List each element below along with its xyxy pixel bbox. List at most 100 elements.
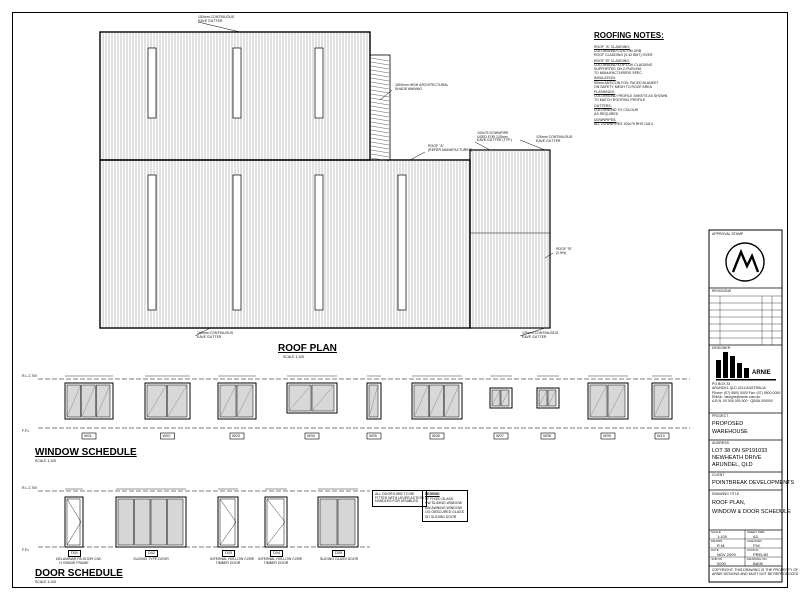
callout-screen: 1800mm HIGH ARCHITECTURAL SHADE AWNING xyxy=(395,83,449,91)
approval-stamp-label: APPROVAL STAMP xyxy=(712,232,744,236)
roof-plan-scale: SCALE 1:100 xyxy=(283,355,305,359)
callout-downpipe: 100x75 DOWNPIPE USED FOR 125mm EAVE GUTT… xyxy=(477,131,513,142)
designer-label: DESIGNER xyxy=(712,346,731,350)
door-level-top: R.L 2.700 xyxy=(22,486,38,490)
window-elevation xyxy=(536,375,560,440)
legend-item: FF FIXED GLASS xyxy=(425,496,454,501)
callout-roof-b: ROOF "B" (2.5%) xyxy=(556,247,572,255)
roofing-note: AS REQUIRED xyxy=(594,112,619,117)
roof-skylights xyxy=(147,47,407,311)
legend-item: OG OBSCURED GLASS xyxy=(425,510,464,514)
meta-label: SCALE xyxy=(711,530,721,534)
meta-value: PRELIM xyxy=(753,552,768,557)
address-line-3: ARUNDEL, QLD xyxy=(712,462,753,468)
door-elevation xyxy=(217,488,239,548)
window-tag: W01 xyxy=(84,433,92,438)
window-tag: W08 xyxy=(543,433,551,438)
roofing-notes-title: ROOFING NOTES: xyxy=(594,31,664,40)
door-elevation xyxy=(264,488,288,548)
window-tag: W09 xyxy=(603,433,611,438)
roofing-note: COLORBOND KLIP-LOK CLADDING xyxy=(594,62,653,67)
roofing-note: ROOF "A" CLADDING: xyxy=(594,45,630,49)
meta-value: 0000 xyxy=(717,561,726,566)
meta-label: DRAWING NO. xyxy=(747,557,768,561)
company-detail-line: ARUNDEL QLD 4214 AUSTRALIA xyxy=(712,386,766,391)
window-tag: W03 xyxy=(232,433,240,438)
callout-leaders xyxy=(194,21,554,337)
window-schedule xyxy=(38,375,690,440)
window-tag: W04 xyxy=(307,433,315,438)
door-elevation xyxy=(64,488,84,548)
door-description: INTERNAL HOLLOW CORE TIMBER DOOR xyxy=(210,557,255,565)
meta-label: DRAWN xyxy=(711,539,723,543)
door-tag: D02 xyxy=(145,550,158,557)
shade-screen xyxy=(369,54,391,161)
door-tag: D01 xyxy=(68,550,81,557)
project-line-2: WAREHOUSE xyxy=(712,429,748,435)
roofing-note: TO MATCH ROOFING PROFILE xyxy=(594,98,646,103)
drawing-sheet xyxy=(12,12,788,588)
skylight xyxy=(397,174,407,311)
drawing-title-line-1: ROOF PLAN, xyxy=(712,500,746,506)
window-level-top: R.L 2.700 xyxy=(22,374,38,378)
project-line-1: PROPOSED xyxy=(712,421,744,427)
door-description: SLIDING TYPE DOOR xyxy=(133,557,169,561)
roofing-note: COLORBOND CUSTOM ORB xyxy=(594,49,642,54)
window-elevation xyxy=(286,375,338,440)
skylight xyxy=(314,174,324,311)
door-elevation xyxy=(317,488,359,548)
callout-gutter-top: 150mm CONTINUOUS EAVE GUTTER xyxy=(198,15,235,23)
window-elevation xyxy=(144,375,191,440)
address-label: ADDRESS xyxy=(712,441,729,445)
window-elevation xyxy=(651,375,673,440)
client-label: CLIENT xyxy=(712,473,725,477)
door-note: ALL DOORS ARE TO BE FITTED WITH LEVER AC… xyxy=(372,490,427,507)
roof-plan xyxy=(99,31,551,329)
title-block xyxy=(708,229,783,583)
company-detail-line: A.B.N. 00 000 000 000 · QBSA 000000 xyxy=(712,399,773,404)
legend-item: SD SLIDING DOOR xyxy=(425,514,457,519)
window-schedule-title: WINDOW SCHEDULE xyxy=(35,447,137,458)
meta-label: DATE xyxy=(711,548,719,552)
window-schedule-scale: SCALE 1:100 xyxy=(35,459,57,463)
revisions-label: REVISIONS xyxy=(712,289,732,293)
roofing-note: TO MANUFACTURERS SPEC. xyxy=(594,70,643,75)
window-level-bottom: F.F.L xyxy=(22,429,30,433)
company-detail-line: EMAIL: designs@arnie.com.au xyxy=(712,394,761,399)
window-elevation xyxy=(411,375,463,440)
roofing-note: SUPPORTED ON Z-PURLINS xyxy=(594,66,642,71)
meta-value: NOV 2009 xyxy=(717,552,736,557)
legend-item: AW AWNING WINDOW xyxy=(425,505,462,510)
drawing-title-label: DRAWING TITLE xyxy=(712,492,740,496)
window-elevation xyxy=(64,375,114,440)
door-level-bottom: F.F.L xyxy=(22,548,30,552)
meta-label: CHECKED xyxy=(747,539,762,543)
door-schedule-title: DOOR SCHEDULE xyxy=(35,568,123,579)
approval-stamp-logo xyxy=(725,242,765,282)
address-line-2: NEWHEATH DRIVE xyxy=(712,455,762,461)
meta-value: 1:100 xyxy=(717,534,728,539)
meta-value: R.M. xyxy=(717,543,726,548)
roofing-note: ROOF CLADDING (0.42 BMT) OVER xyxy=(594,53,653,58)
door-tag: D04 xyxy=(270,550,283,557)
meta-label: STATUS xyxy=(747,548,759,552)
meta-label: JOB NO. xyxy=(711,557,724,561)
window-tag: W05 xyxy=(369,433,377,438)
window-elevation xyxy=(489,375,513,440)
window-tag: W07 xyxy=(496,433,504,438)
roof-plan-title: ROOF PLAN xyxy=(278,343,337,354)
company-name: ARNIE xyxy=(752,370,771,376)
door-tag: D05 xyxy=(332,550,345,557)
door-schedule xyxy=(38,488,370,548)
skylight xyxy=(147,174,157,311)
door-description: DELAMINAR PA DOOR C/W H GRADE FRAME xyxy=(56,557,101,565)
window-tag: W06 xyxy=(432,433,440,438)
meta-value: P.M. xyxy=(753,543,761,548)
legend-item: SW SLIDING WINDOW xyxy=(425,501,462,505)
skylight xyxy=(147,47,157,119)
company-detail-line: Phone: (07) 5500 0000 Fax: (07) 5500 000… xyxy=(712,390,781,395)
